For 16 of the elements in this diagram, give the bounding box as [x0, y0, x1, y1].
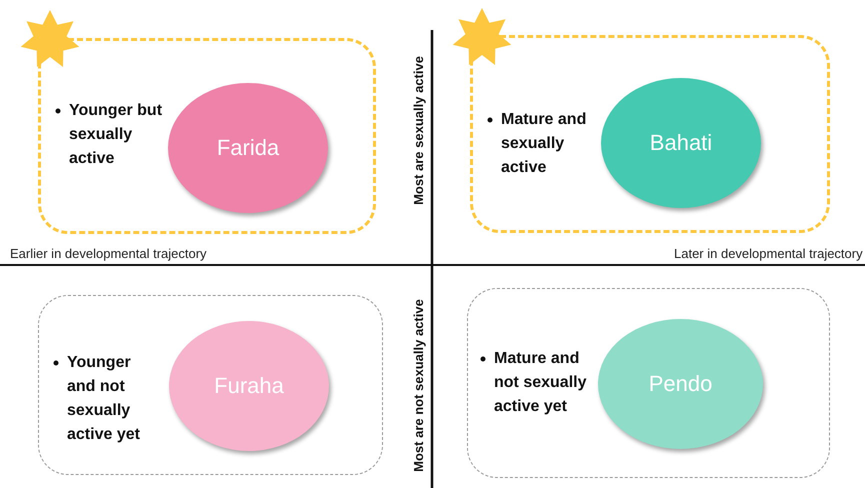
bullet-text: Mature and sexually active: [501, 110, 588, 178]
quadrant-frame: [467, 288, 830, 478]
quadrant-frame: [38, 38, 376, 234]
axis-label: Most are not sexually active: [410, 298, 426, 472]
bullet-text: Younger and not sexually active yet: [67, 353, 141, 445]
quadrant-frame: [470, 35, 830, 233]
quadrant-frame: [38, 295, 383, 475]
bullet-text: Younger but sexually active: [69, 101, 164, 169]
persona-name: Furaha: [214, 373, 284, 399]
bullet-text: Mature and not sexually active yet: [494, 349, 588, 417]
axis-label: Most are sexually active: [410, 56, 426, 204]
axis-label: Later in developmental trajectory: [674, 246, 863, 261]
persona-name: Bahati: [650, 130, 712, 156]
axis-label: Earlier in developmental trajectory: [10, 246, 207, 261]
persona-name: Farida: [216, 135, 280, 161]
persona-name: Pendo: [648, 371, 712, 397]
